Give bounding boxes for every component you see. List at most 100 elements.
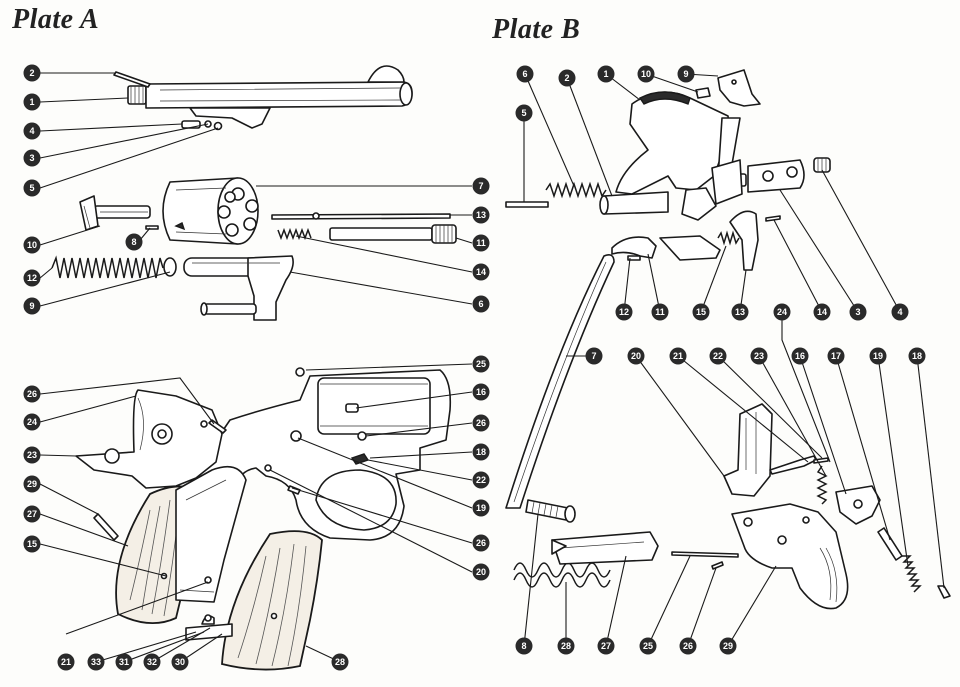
callout-number: 21 bbox=[673, 351, 683, 361]
callout-number: 24 bbox=[777, 307, 787, 317]
callout-b7: 7 bbox=[585, 347, 603, 365]
callout-circle bbox=[679, 637, 697, 655]
callout-number: 21 bbox=[61, 657, 71, 667]
callout-a6: 6 bbox=[472, 295, 490, 313]
pin-14 bbox=[765, 215, 781, 222]
callout-circle bbox=[23, 179, 41, 197]
side-plate bbox=[75, 389, 223, 489]
callout-number: 1 bbox=[603, 69, 608, 79]
lever-21 bbox=[769, 455, 817, 475]
callout-circle bbox=[515, 104, 533, 122]
callout-b3: 3 bbox=[849, 303, 867, 321]
callout-b26: 26 bbox=[679, 637, 697, 655]
callout-number: 20 bbox=[631, 351, 641, 361]
block-9 bbox=[717, 69, 761, 107]
callout-number: 29 bbox=[723, 641, 733, 651]
callout-b23: 23 bbox=[750, 347, 768, 365]
callout-circle bbox=[615, 303, 633, 321]
callout-circle bbox=[677, 65, 695, 83]
callout-b8: 8 bbox=[515, 637, 533, 655]
callout-a4: 4 bbox=[23, 122, 41, 140]
callout-circle bbox=[23, 413, 41, 431]
rod-head-11 bbox=[329, 224, 457, 244]
callout-number: 11 bbox=[655, 307, 665, 317]
spring-6 bbox=[545, 181, 607, 199]
callout-a12: 12 bbox=[23, 269, 41, 287]
callout-number: 10 bbox=[641, 69, 651, 79]
callout-number: 26 bbox=[683, 641, 693, 651]
callout-number: 23 bbox=[754, 351, 764, 361]
callout-b5: 5 bbox=[515, 104, 533, 122]
callout-number: 18 bbox=[912, 351, 922, 361]
callout-circle bbox=[23, 446, 41, 464]
callout-circle bbox=[23, 93, 41, 111]
callout-circle bbox=[143, 653, 161, 671]
callout-number: 23 bbox=[27, 450, 37, 460]
callout-number: 16 bbox=[476, 387, 486, 397]
callout-number: 15 bbox=[27, 539, 37, 549]
callout-a26a: 26 bbox=[23, 385, 41, 403]
callout-number: 13 bbox=[735, 307, 745, 317]
callout-b4: 4 bbox=[891, 303, 909, 321]
callout-circle bbox=[597, 637, 615, 655]
callout-circle bbox=[692, 303, 710, 321]
callout-b12: 12 bbox=[615, 303, 633, 321]
callout-circle bbox=[908, 347, 926, 365]
callout-b15: 15 bbox=[692, 303, 710, 321]
callout-circle bbox=[23, 269, 41, 287]
barrel bbox=[127, 65, 413, 129]
callout-b17: 17 bbox=[827, 347, 845, 365]
callout-number: 14 bbox=[476, 267, 486, 277]
callout-circle bbox=[23, 505, 41, 523]
callout-circle bbox=[23, 236, 41, 254]
callout-number: 22 bbox=[476, 475, 486, 485]
rod-5 bbox=[505, 201, 549, 208]
callout-number: 28 bbox=[561, 641, 571, 651]
cylinder bbox=[162, 177, 259, 245]
callout-a20: 20 bbox=[472, 563, 490, 581]
part-screw-5 bbox=[213, 121, 223, 131]
callout-b2: 2 bbox=[558, 69, 576, 87]
lanyard-swivel bbox=[185, 614, 233, 641]
callout-a19: 19 bbox=[472, 499, 490, 517]
callout-circle bbox=[639, 637, 657, 655]
callout-number: 19 bbox=[873, 351, 883, 361]
callout-a24: 24 bbox=[23, 413, 41, 431]
callout-b27: 27 bbox=[597, 637, 615, 655]
callout-circle bbox=[57, 653, 75, 671]
callout-number: 5 bbox=[29, 183, 34, 193]
pin-25 bbox=[671, 551, 739, 558]
callout-circle bbox=[669, 347, 687, 365]
callout-circle bbox=[516, 65, 534, 83]
pin-26 bbox=[711, 561, 724, 570]
callout-b22: 22 bbox=[709, 347, 727, 365]
callout-a23: 23 bbox=[23, 446, 41, 464]
callout-a15: 15 bbox=[23, 535, 41, 553]
callout-circle bbox=[171, 653, 189, 671]
screw-21 bbox=[204, 576, 212, 584]
callout-number: 27 bbox=[27, 509, 37, 519]
plate-b-parts bbox=[505, 69, 951, 610]
callout-a29: 29 bbox=[23, 475, 41, 493]
callout-a8: 8 bbox=[125, 233, 143, 251]
spring-15 bbox=[717, 230, 740, 246]
callout-a11: 11 bbox=[472, 234, 490, 252]
right-grip bbox=[221, 530, 323, 671]
callout-a22: 22 bbox=[472, 471, 490, 489]
callout-circle bbox=[472, 471, 490, 489]
callout-number: 26 bbox=[27, 389, 37, 399]
callout-b16: 16 bbox=[791, 347, 809, 365]
callout-a25: 25 bbox=[472, 355, 490, 373]
cap-4 bbox=[813, 157, 831, 173]
spring-23 bbox=[816, 465, 828, 505]
callout-b25: 25 bbox=[639, 637, 657, 655]
callout-number: 8 bbox=[131, 237, 136, 247]
callout-a31: 31 bbox=[115, 653, 133, 671]
ejector-rod bbox=[271, 213, 451, 220]
callout-number: 3 bbox=[855, 307, 860, 317]
callout-circle bbox=[515, 637, 533, 655]
callout-number: 6 bbox=[478, 299, 483, 309]
callout-number: 9 bbox=[683, 69, 688, 79]
